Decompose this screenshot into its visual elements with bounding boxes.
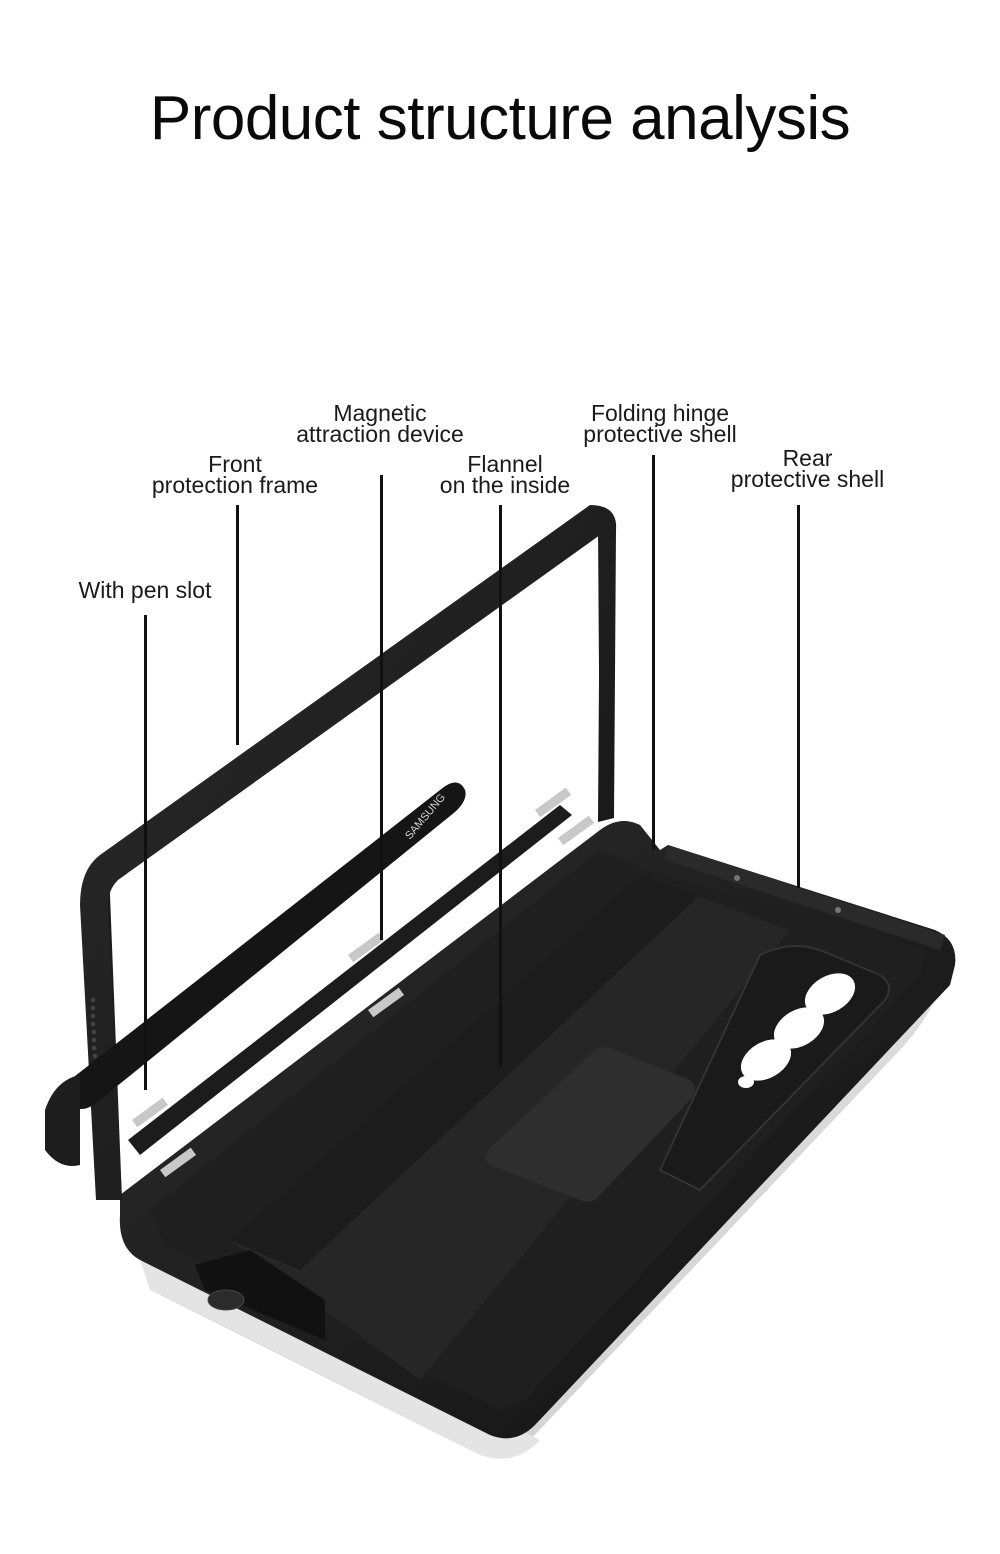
leader-rear-shell <box>797 505 800 888</box>
leader-flannel <box>499 505 502 1067</box>
leader-pen-slot <box>144 615 147 1090</box>
leader-front-frame <box>236 505 239 745</box>
callout-pen-slot: With pen slot <box>78 577 212 603</box>
callout-hinge: Folding hinge protective shell <box>583 400 737 447</box>
inner-case <box>119 815 956 1439</box>
callout-flannel: Flannel on the inside <box>439 451 571 498</box>
front-frame <box>80 505 617 1200</box>
page-title: Product structure analysis <box>149 84 851 153</box>
callout-front-frame: Front protection frame <box>151 451 319 498</box>
leader-magnetic <box>380 475 383 940</box>
callout-rear-shell: Rear protective shell <box>730 445 885 492</box>
callout-magnetic: Magnetic attraction device <box>296 400 464 447</box>
leader-hinge <box>652 455 655 850</box>
